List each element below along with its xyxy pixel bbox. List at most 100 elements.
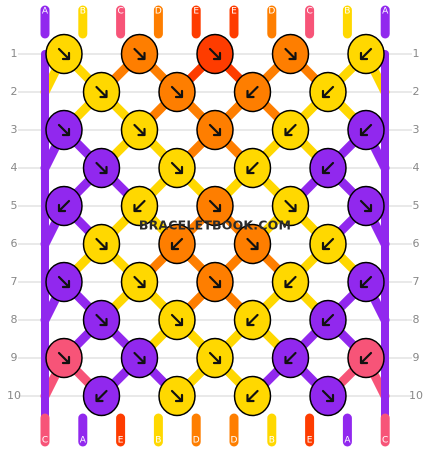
row-label-left: 1 [11,47,18,60]
arrow-down-left-icon [359,351,373,365]
arrow-down-left-icon [321,85,335,99]
top-thread-letter: D [155,7,162,17]
knot [120,337,159,379]
top-thread-letter: C [306,7,312,17]
arrow-down-left-icon [95,389,108,403]
arrow-down-left-icon [246,161,259,175]
knot [233,299,272,341]
row-label-left: 3 [11,123,18,136]
knot [158,71,196,113]
arrow-down-right-icon [170,313,184,327]
row-label-left: 8 [11,313,18,326]
row-label-left: 7 [11,275,18,288]
knot [158,147,196,189]
knot [82,299,121,341]
arrow-down-right-icon [284,47,297,61]
top-thread-letter: B [80,7,86,17]
row-label-right: 10 [409,389,423,402]
arrow-down-right-icon [57,47,71,61]
knot [196,33,234,75]
arrow-down-right-icon [170,85,184,99]
arrow-down-left-icon [359,123,373,137]
knot [271,337,310,379]
knot [45,337,83,379]
knot [158,299,196,341]
bottom-thread-letter: D [231,436,238,446]
row-label-left: 4 [11,161,18,174]
bottom-thread-letter: B [269,436,275,446]
knot [158,375,196,417]
knot [347,109,385,151]
arrow-down-left-icon [57,199,71,213]
bottom-thread-letter: B [155,436,161,446]
row-label-right: 5 [413,199,420,212]
arrow-down-right-icon [284,199,297,213]
knot [82,147,121,189]
arrow-down-left-icon [246,85,259,99]
arrow-down-left-icon [284,123,297,137]
arrow-down-right-icon [133,123,146,137]
arrow-down-left-icon [246,389,259,403]
row-label-left: 6 [11,237,18,250]
knot [233,71,272,113]
knot [309,223,347,265]
knot [271,33,310,75]
knot [196,109,234,151]
arrow-down-right-icon [208,123,222,137]
knot [309,147,347,189]
knot [45,185,83,227]
knot [45,261,83,303]
arrow-down-left-icon [284,275,297,289]
arrow-down-right-icon [57,123,71,137]
arrow-down-right-icon [170,161,184,175]
arrow-down-right-icon [246,237,259,251]
arrow-down-right-icon [57,275,71,289]
arrow-down-right-icon [208,351,222,365]
arrow-down-right-icon [359,199,373,213]
arrow-down-right-icon [95,85,108,99]
arrow-down-right-icon [133,47,146,61]
knot [120,261,159,303]
arrow-down-right-icon [170,389,184,403]
knot [45,109,83,151]
knot [82,223,121,265]
arrow-down-right-icon [133,351,146,365]
knot [309,299,347,341]
bottom-thread-letter: A [80,436,87,446]
row-label-right: 9 [413,351,420,364]
arrow-down-right-icon [95,237,108,251]
knot [196,185,234,227]
knot [82,71,121,113]
top-thread-letter: B [344,7,350,17]
arrow-down-right-icon [208,47,222,61]
knot [309,375,347,417]
knot [271,185,310,227]
top-thread-letter: E [231,7,237,17]
row-label-right: 3 [413,123,420,136]
arrow-down-left-icon [246,313,259,327]
arrow-down-left-icon [359,275,373,289]
arrow-down-right-icon [95,313,108,327]
knot [120,185,159,227]
knot-grid [45,33,385,417]
row-label-right: 7 [413,275,420,288]
bottom-thread-letter: A [344,436,351,446]
watermark-text: BRACELETBOOK.COM [139,218,291,233]
arrow-down-left-icon [170,237,184,251]
row-label-left: 2 [11,85,18,98]
bottom-thread-letter: E [118,436,124,446]
arrow-down-right-icon [95,161,108,175]
knot [233,375,272,417]
knot [347,33,385,75]
arrow-down-left-icon [359,47,373,61]
knot [309,71,347,113]
arrow-down-right-icon [57,351,71,365]
knot [45,33,83,75]
arrow-down-left-icon [284,351,297,365]
bottom-thread-letter: C [382,436,388,446]
knot [233,223,272,265]
knot [347,261,385,303]
